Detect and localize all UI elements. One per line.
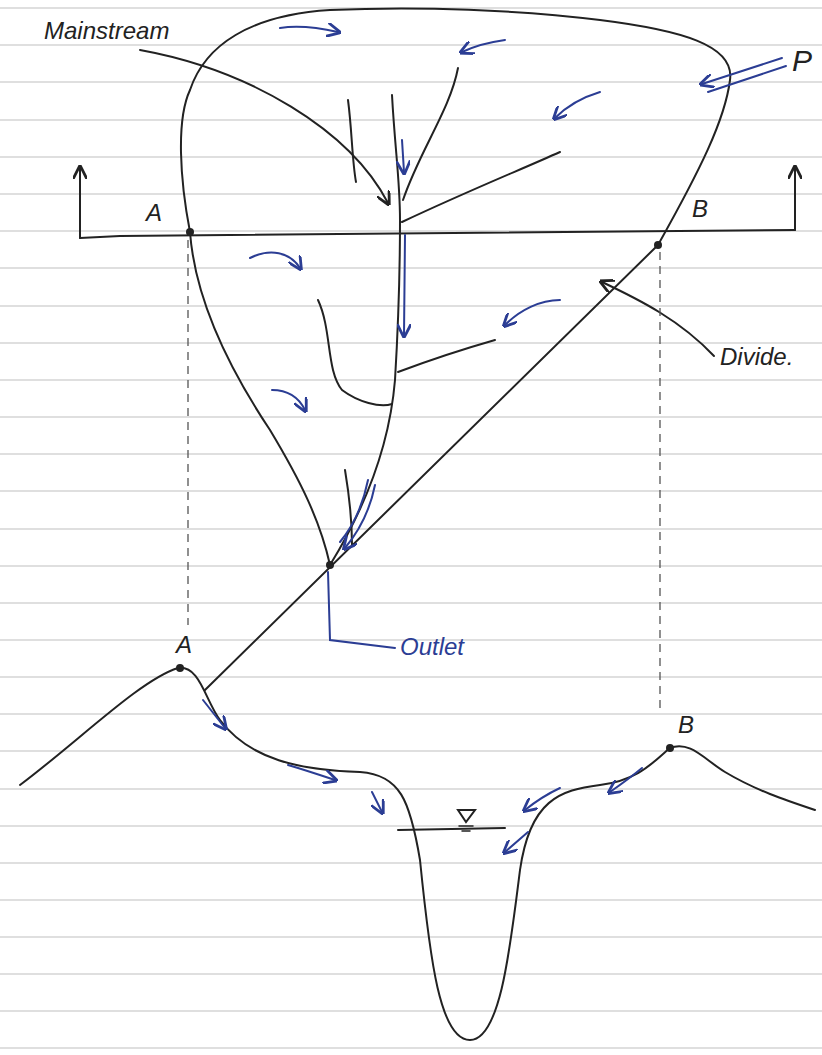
point-label: B bbox=[692, 196, 708, 222]
point-label: A bbox=[146, 200, 162, 226]
part-name: Outlet bbox=[400, 634, 464, 660]
point-label: B bbox=[678, 712, 694, 738]
symbol-label: P bbox=[792, 44, 812, 77]
paper-ruling bbox=[0, 8, 822, 1048]
divide-line bbox=[205, 245, 658, 690]
point-label: A bbox=[176, 632, 192, 658]
flow-arrows bbox=[250, 27, 786, 648]
projection-lines bbox=[188, 240, 660, 712]
part-name: Divide. bbox=[720, 344, 793, 370]
water-level bbox=[398, 828, 505, 830]
watershed-plan bbox=[80, 8, 795, 690]
point-dots bbox=[176, 228, 674, 752]
part-name: Mainstream bbox=[44, 18, 169, 44]
section-flow-arrows bbox=[203, 700, 642, 852]
mainstream-line bbox=[330, 95, 400, 565]
cross-section bbox=[20, 668, 815, 1040]
